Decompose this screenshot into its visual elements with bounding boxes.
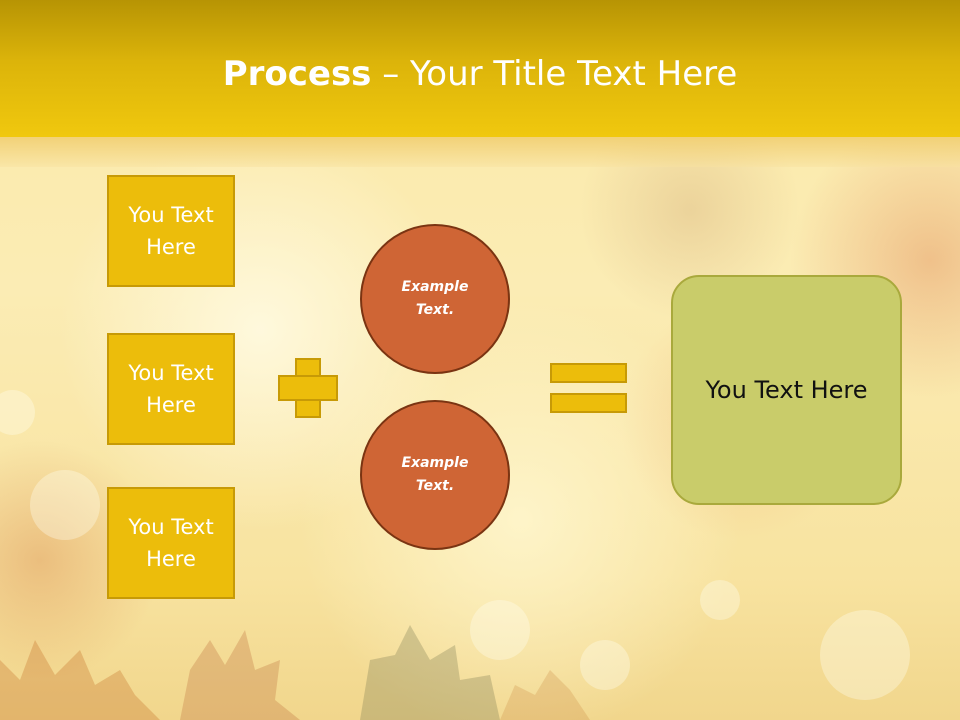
- left-box-1-text: You Text Here: [128, 203, 214, 259]
- autumn-leaves-decoration: [0, 625, 590, 720]
- slide-title: Process – Your Title Text Here: [0, 52, 960, 96]
- result-box: You Text Here: [671, 275, 902, 505]
- example-circle-1: Example Text.: [360, 224, 510, 374]
- title-bar-shadow-band: [0, 137, 960, 167]
- example-circle-1-text: Example Text.: [401, 279, 469, 318]
- result-box-text: You Text Here: [705, 376, 868, 404]
- left-box-2: You Text Here: [107, 333, 235, 445]
- equals-top-bar: [550, 363, 627, 383]
- left-box-1: You Text Here: [107, 175, 235, 287]
- title-bar: [0, 0, 960, 137]
- left-box-3-text: You Text Here: [128, 515, 214, 571]
- example-circle-2-text: Example Text.: [401, 455, 469, 494]
- left-box-3: You Text Here: [107, 487, 235, 599]
- equals-bottom-bar: [550, 393, 627, 413]
- title-rest: – Your Title Text Here: [371, 54, 738, 94]
- title-bold: Process: [222, 54, 372, 94]
- left-box-2-text: You Text Here: [128, 361, 214, 417]
- example-circle-2: Example Text.: [360, 400, 510, 550]
- plus-center: [297, 377, 319, 399]
